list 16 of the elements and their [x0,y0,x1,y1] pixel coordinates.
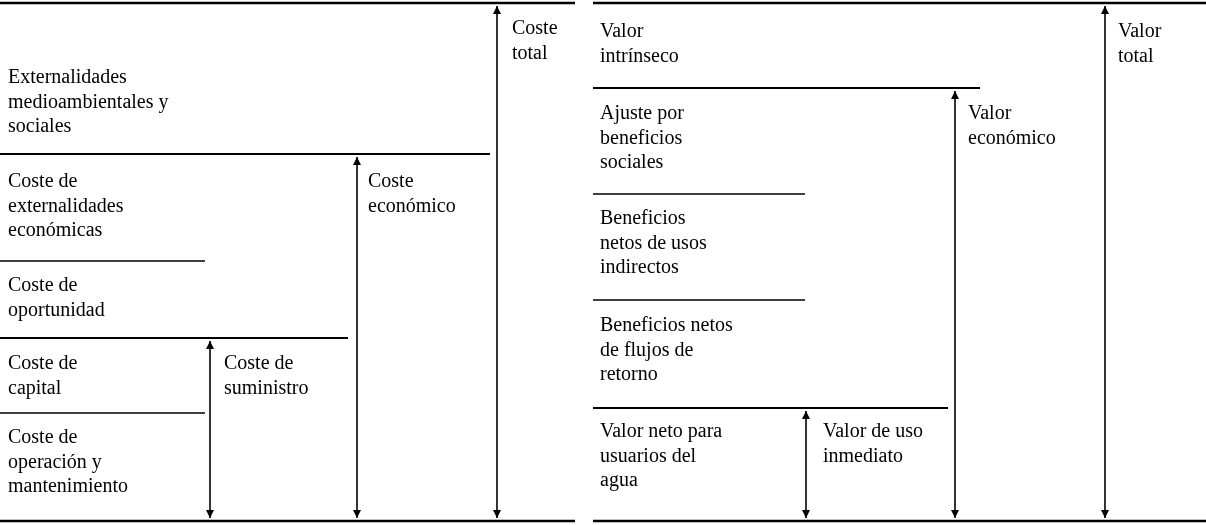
row-label: Coste de operación y mantenimiento [8,424,129,498]
row-label: Coste de externalidades económicas [8,168,125,242]
row-label: Beneficios netos de usos indirectos [600,205,708,279]
row-label: Valor intrínseco [600,18,680,67]
row-label: Ajuste por beneficios sociales [600,100,685,174]
total-label: Valor total [1118,18,1163,67]
row-label: Coste de capital [8,350,79,399]
total-label: Valor económico [968,100,1057,149]
row-label: Beneficios netos de flujos de retorno [600,312,734,386]
row-label: Externalidades medioambientales y sociales [8,64,170,138]
row-label: Coste de oportunidad [8,272,106,321]
total-label: Coste económico [368,168,457,217]
total-label: Coste total [512,15,559,64]
total-label: Coste de suministro [224,350,310,399]
total-label: Valor de uso inmediato [823,418,924,467]
row-label: Valor neto para usuarios del agua [600,418,724,492]
